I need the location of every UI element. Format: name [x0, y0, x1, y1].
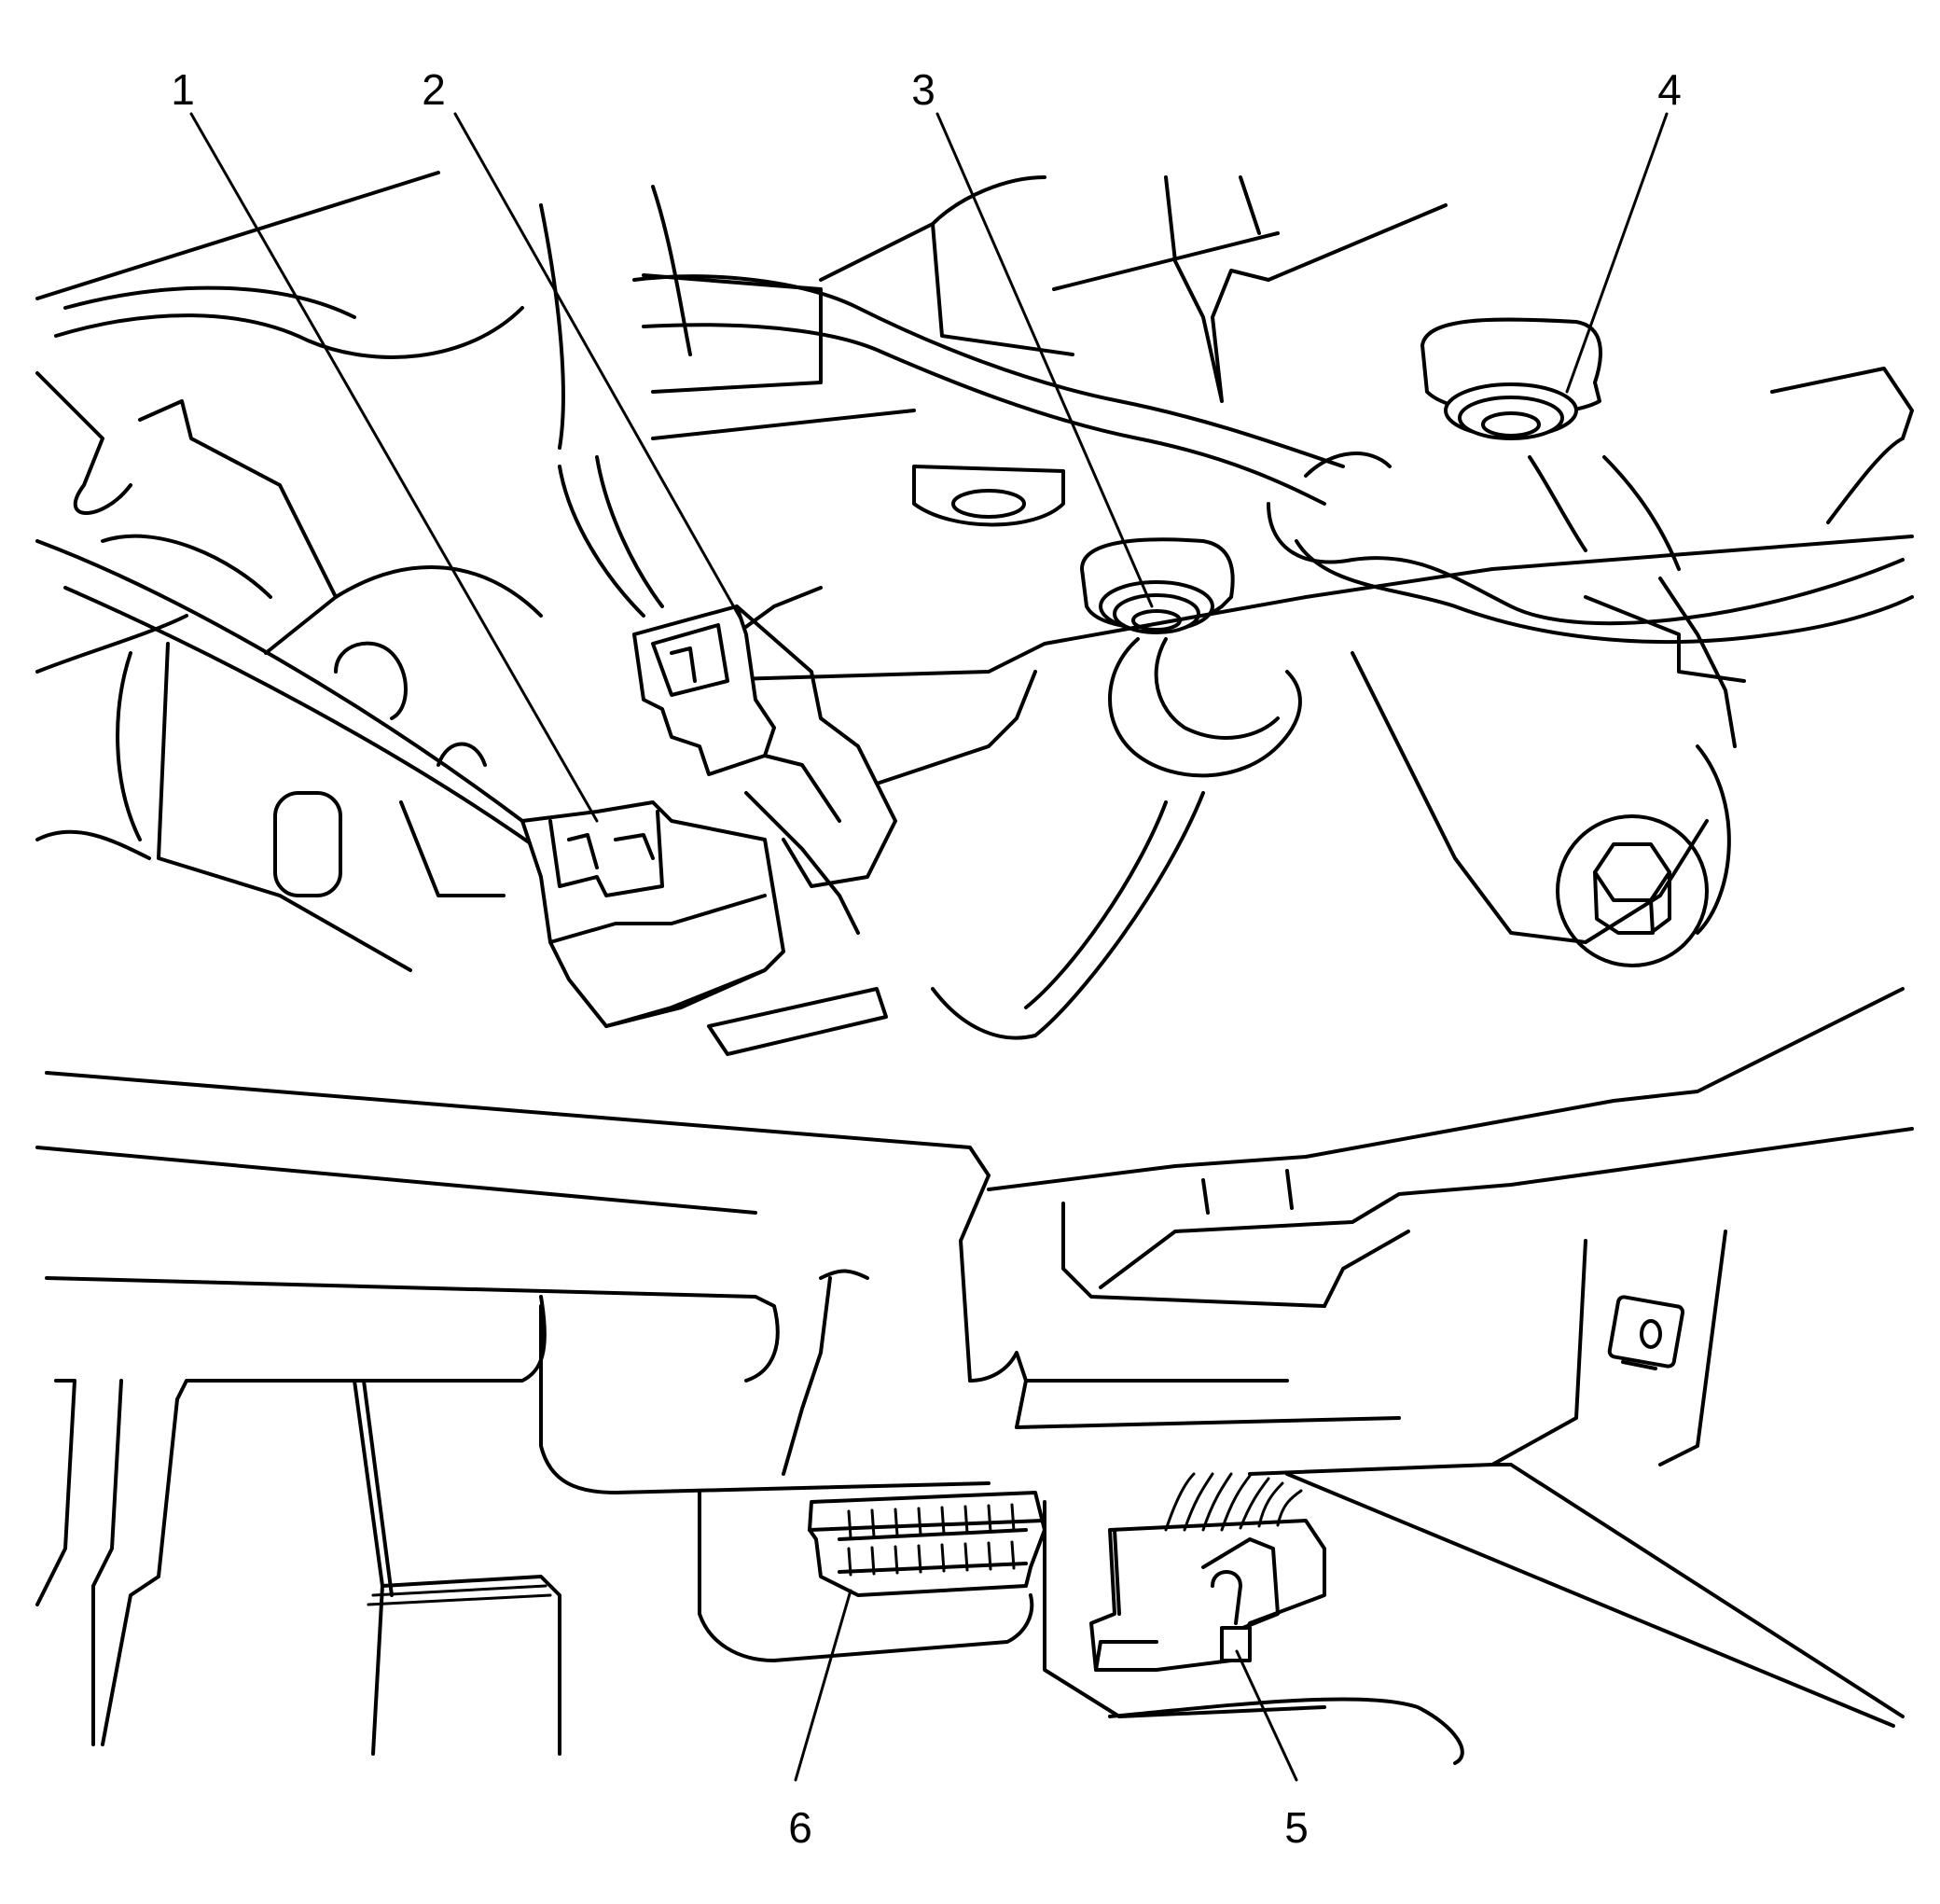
- callout-1: 1: [171, 65, 195, 114]
- grommet-upper-right: [1420, 317, 1602, 440]
- callout-6: 6: [788, 1803, 812, 1852]
- leader-lines: [189, 112, 1669, 1782]
- callout-labels: 1 2 3 4 5 6: [171, 65, 1682, 1852]
- lower-dash: [35, 987, 1914, 1718]
- upper-structure: [35, 171, 1448, 674]
- wiring-harness: [632, 274, 1914, 645]
- callout-5: 5: [1284, 1803, 1309, 1852]
- leader-5: [1235, 1649, 1298, 1782]
- left-panel: [35, 641, 506, 972]
- leader-2: [453, 112, 743, 622]
- dlc-pins: [847, 1503, 1016, 1577]
- lead-cable: [35, 539, 534, 846]
- leader-3: [935, 112, 1154, 608]
- harness-connector-item-5: [1043, 1472, 1895, 1728]
- floor-edge: [1108, 1697, 1464, 1765]
- leader-4: [1565, 112, 1669, 394]
- connector-item-2: [558, 455, 897, 935]
- leader-1: [189, 112, 599, 823]
- grommet-center: [931, 537, 1302, 1040]
- right-bracket: [1351, 577, 1746, 967]
- callout-3: 3: [911, 65, 935, 114]
- mounting-boss: [912, 465, 1065, 527]
- connector-item-1: [520, 800, 888, 1056]
- lower-left-trim: [35, 1269, 991, 1756]
- callout-2: 2: [422, 65, 446, 114]
- leader-6: [794, 1589, 852, 1782]
- diagnostic-connector-item-6: [698, 1491, 1046, 1662]
- callout-4: 4: [1657, 65, 1682, 114]
